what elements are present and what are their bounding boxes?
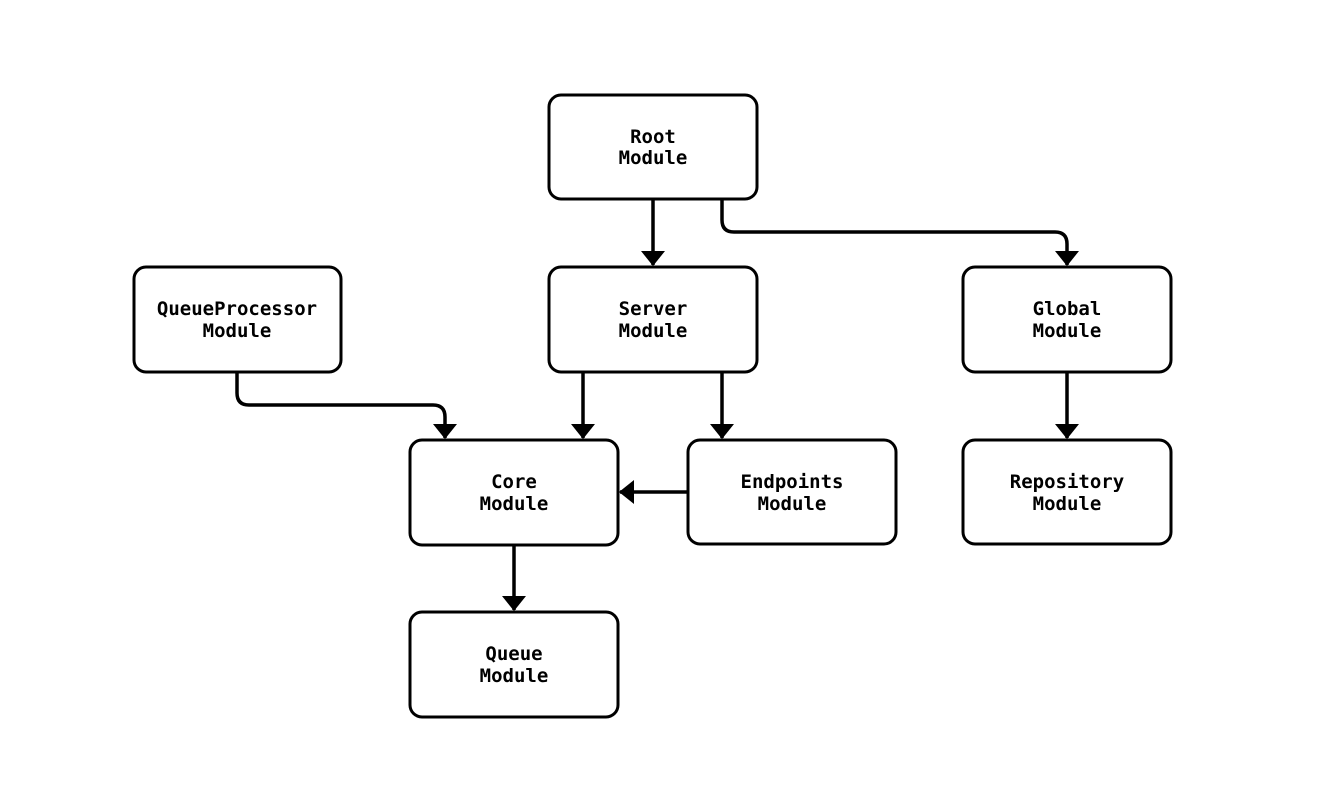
edge-root-to-global <box>720 199 1079 266</box>
node-endpoints-label-line1: Endpoints <box>741 471 844 493</box>
node-queue-label-line1: Queue <box>485 643 542 665</box>
node-queueprocessor-label-line1: QueueProcessor <box>157 298 317 320</box>
node-root-module: Root Module <box>547 93 759 201</box>
node-core-label-line1: Core <box>491 471 537 493</box>
node-core-box <box>408 438 620 547</box>
node-root-label-line2: Module <box>619 147 688 169</box>
node-queueprocessor-label-line2: Module <box>203 320 272 342</box>
edge-queueprocessor-to-core <box>235 372 457 439</box>
node-queue-box <box>408 610 620 719</box>
node-server-label-line1: Server <box>619 298 688 320</box>
node-queueprocessor-module: QueueProcessor Module <box>132 265 343 374</box>
node-endpoints-module: Endpoints Module <box>686 438 898 546</box>
node-server-module: Server Module <box>547 265 759 374</box>
node-global-label-line2: Module <box>1033 320 1102 342</box>
node-root-label-line1: Root <box>630 126 676 148</box>
node-server-label-line2: Module <box>619 320 688 342</box>
node-global-label-line1: Global <box>1033 298 1102 320</box>
node-core-module: Core Module <box>408 438 620 547</box>
node-core-label-line2: Module <box>480 493 549 515</box>
node-repository-box <box>961 438 1173 546</box>
node-global-box <box>961 265 1173 374</box>
node-server-box <box>547 265 759 374</box>
node-global-module: Global Module <box>961 265 1173 374</box>
nodes-layer: Root Module QueueProcessor Module Server… <box>132 93 1173 719</box>
node-repository-module: Repository Module <box>961 438 1173 546</box>
node-root-box <box>547 93 759 201</box>
edges-layer <box>235 199 1079 611</box>
node-repository-label-line1: Repository <box>1010 471 1124 493</box>
node-queue-label-line2: Module <box>480 665 549 687</box>
node-endpoints-box <box>686 438 898 546</box>
node-queueprocessor-box <box>132 265 343 374</box>
node-queue-module: Queue Module <box>408 610 620 719</box>
node-endpoints-label-line2: Module <box>758 493 827 515</box>
node-repository-label-line2: Module <box>1033 493 1102 515</box>
